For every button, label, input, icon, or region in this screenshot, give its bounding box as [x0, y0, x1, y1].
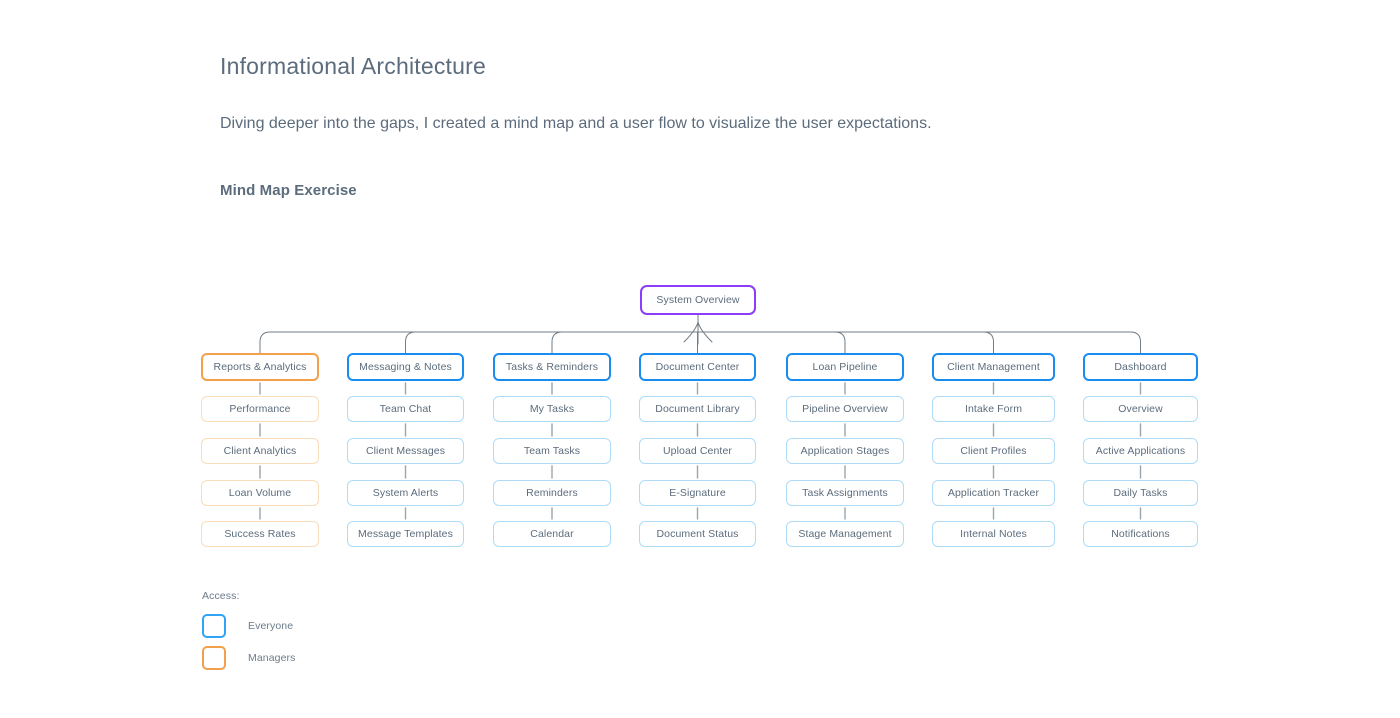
branch-node-document-center[interactable]: Document Center — [639, 353, 756, 381]
leaf-node-loan-volume[interactable]: Loan Volume — [201, 480, 319, 506]
leaf-node-system-alerts[interactable]: System Alerts — [347, 480, 464, 506]
leaf-node-application-stages[interactable]: Application Stages — [786, 438, 904, 464]
leaf-node-daily-tasks[interactable]: Daily Tasks — [1083, 480, 1198, 506]
leaf-node-client-messages[interactable]: Client Messages — [347, 438, 464, 464]
leaf-node-upload-center[interactable]: Upload Center — [639, 438, 756, 464]
leaf-node-performance[interactable]: Performance — [201, 396, 319, 422]
leaf-node-document-status[interactable]: Document Status — [639, 521, 756, 547]
legend-title: Access: — [202, 590, 240, 602]
leaf-node-notifications[interactable]: Notifications — [1083, 521, 1198, 547]
leaf-node-my-tasks[interactable]: My Tasks — [493, 396, 611, 422]
branch-node-reports-analytics[interactable]: Reports & Analytics — [201, 353, 319, 381]
leaf-node-client-analytics[interactable]: Client Analytics — [201, 438, 319, 464]
legend-item-everyone: Everyone — [202, 614, 296, 638]
branch-node-dashboard[interactable]: Dashboard — [1083, 353, 1198, 381]
leaf-node-overview[interactable]: Overview — [1083, 396, 1198, 422]
branch-node-loan-pipeline[interactable]: Loan Pipeline — [786, 353, 904, 381]
legend-item-managers: Managers — [202, 646, 296, 670]
intro-text-block: Informational Architecture Diving deeper… — [220, 50, 1220, 199]
leaf-node-active-applications[interactable]: Active Applications — [1083, 438, 1198, 464]
mind-map-root-node[interactable]: System Overview — [640, 285, 756, 315]
branch-node-client-management[interactable]: Client Management — [932, 353, 1055, 381]
branch-node-messaging-notes[interactable]: Messaging & Notes — [347, 353, 464, 381]
legend-label-everyone: Everyone — [248, 620, 294, 632]
page-title: Informational Architecture — [220, 53, 486, 79]
leaf-node-pipeline-overview[interactable]: Pipeline Overview — [786, 396, 904, 422]
leaf-node-internal-notes[interactable]: Internal Notes — [932, 521, 1055, 547]
leaf-node-success-rates[interactable]: Success Rates — [201, 521, 319, 547]
page-subtitle: Diving deeper into the gaps, I created a… — [220, 115, 932, 132]
leaf-node-team-chat[interactable]: Team Chat — [347, 396, 464, 422]
section-title: Mind Map Exercise — [220, 182, 357, 199]
leaf-node-task-assignments[interactable]: Task Assignments — [786, 480, 904, 506]
leaf-node-e-signature[interactable]: E-Signature — [639, 480, 756, 506]
leaf-node-calendar[interactable]: Calendar — [493, 521, 611, 547]
legend-swatch-everyone — [202, 614, 226, 638]
leaf-node-team-tasks[interactable]: Team Tasks — [493, 438, 611, 464]
branch-node-tasks-reminders[interactable]: Tasks & Reminders — [493, 353, 611, 381]
leaf-node-stage-management[interactable]: Stage Management — [786, 521, 904, 547]
legend-swatch-managers — [202, 646, 226, 670]
leaf-node-reminders[interactable]: Reminders — [493, 480, 611, 506]
leaf-node-document-library[interactable]: Document Library — [639, 396, 756, 422]
leaf-node-application-tracker[interactable]: Application Tracker — [932, 480, 1055, 506]
legend-label-managers: Managers — [248, 652, 296, 664]
leaf-node-message-templates[interactable]: Message Templates — [347, 521, 464, 547]
leaf-node-intake-form[interactable]: Intake Form — [932, 396, 1055, 422]
leaf-node-client-profiles[interactable]: Client Profiles — [932, 438, 1055, 464]
